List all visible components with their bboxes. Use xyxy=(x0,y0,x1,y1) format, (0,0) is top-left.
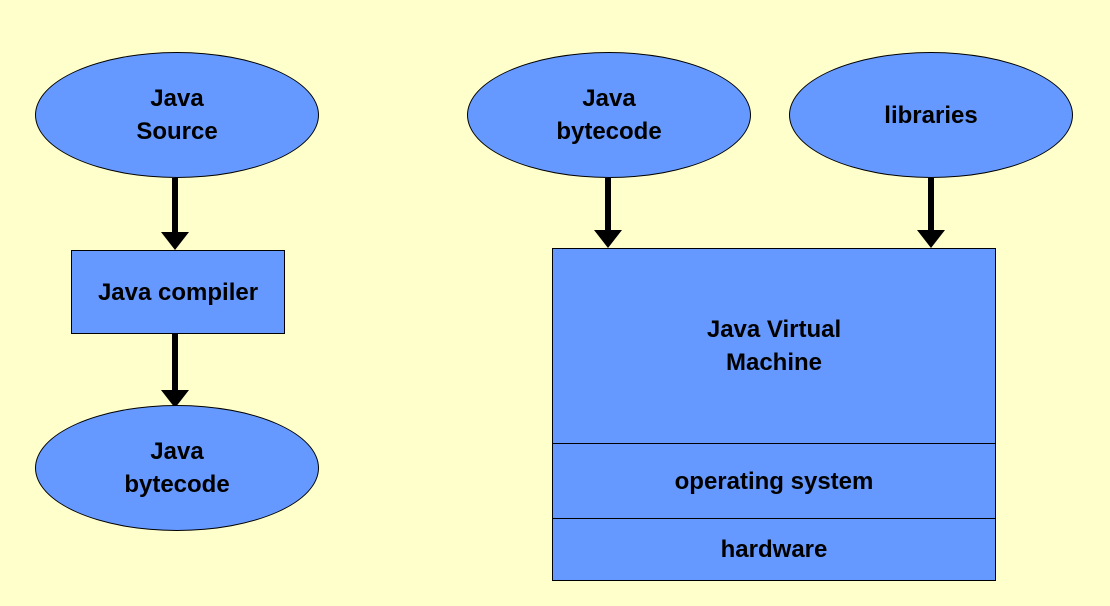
java-compiler-label: Java compiler xyxy=(97,278,259,306)
libraries-node: libraries xyxy=(789,52,1073,178)
java-bytecode-input-label: Java bytecode xyxy=(556,85,662,145)
java-source-node: Java Source xyxy=(35,52,319,178)
arrow-libraries-to-jvm xyxy=(909,178,953,248)
runtime-stack: Java Virtual Machine operating system ha… xyxy=(552,248,996,581)
java-source-label: Java Source xyxy=(136,85,218,145)
jvm-layer: Java Virtual Machine xyxy=(553,249,995,443)
libraries-label: libraries xyxy=(884,101,978,129)
java-bytecode-output-node: Java bytecode xyxy=(35,405,319,531)
arrow-compiler-to-bytecode xyxy=(153,334,197,408)
java-bytecode-output-label: Java bytecode xyxy=(124,438,230,498)
hardware-layer: hardware xyxy=(553,518,995,580)
jvm-label: Java Virtual Machine xyxy=(706,316,842,376)
arrow-bytecode-to-jvm xyxy=(586,178,630,248)
arrow-source-to-compiler xyxy=(153,178,197,250)
hardware-label: hardware xyxy=(720,536,828,563)
java-bytecode-input-node: Java bytecode xyxy=(467,52,751,178)
operating-system-label: operating system xyxy=(674,468,874,495)
java-compiler-node: Java compiler xyxy=(71,250,285,334)
operating-system-layer: operating system xyxy=(553,443,995,519)
